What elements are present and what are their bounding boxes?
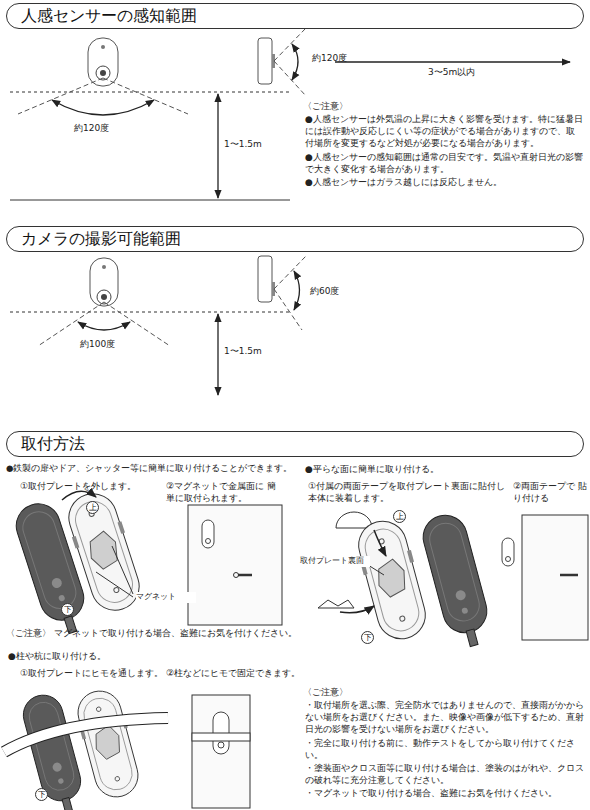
drawing-part bbox=[101, 45, 105, 49]
angle-label: 約100度 bbox=[80, 338, 140, 350]
drawing-part bbox=[52, 100, 154, 115]
orientation-circle: 下 bbox=[35, 788, 48, 801]
drawing-part bbox=[274, 28, 306, 61]
drawing-part bbox=[374, 530, 386, 556]
drawing-part bbox=[192, 733, 250, 741]
orientation-mark: 下 bbox=[38, 791, 46, 799]
drawing-part bbox=[274, 256, 306, 289]
step-text: ②マグネットで金属面に 簡単に取付られます。 bbox=[166, 480, 278, 504]
height-label: 1〜1.5m bbox=[224, 345, 284, 357]
note-text: ●人感センサーは外気温の上昇に大きく影響を受けます。特に猛暑日には誤作動や反応し… bbox=[305, 113, 583, 149]
drawing-part bbox=[206, 539, 211, 544]
drawing-part bbox=[112, 546, 133, 594]
drawing-part bbox=[100, 70, 106, 76]
orientation-circle: 上 bbox=[86, 501, 99, 514]
drawing-part bbox=[217, 314, 218, 395]
drawing-part bbox=[10, 312, 290, 313]
drawing-part bbox=[88, 38, 118, 86]
drawing-part bbox=[234, 573, 239, 578]
section-band: 取付方法 bbox=[6, 431, 584, 457]
drawing-part bbox=[351, 515, 432, 644]
drawing-part bbox=[4, 718, 168, 752]
section-band: 人感センサーの感知範囲 bbox=[6, 3, 584, 29]
drawing-part bbox=[502, 538, 514, 566]
drawing-part bbox=[560, 574, 578, 577]
orientation-mark: 下 bbox=[364, 634, 372, 642]
drawing-part bbox=[336, 512, 372, 528]
part-label: 取付プレート裏面 bbox=[300, 556, 370, 567]
step-text: ①取付プレートを外します。 bbox=[20, 480, 160, 492]
drawing-part bbox=[97, 290, 111, 304]
note-text: ●人感センサーはガラス越しには反応しません。 bbox=[305, 176, 583, 188]
drawing-part bbox=[192, 695, 250, 808]
step-text: ①取付プレートにヒモを通します。 bbox=[20, 667, 170, 679]
section-text: ●柱や杭に取り付ける。 bbox=[8, 650, 208, 662]
drawing-part bbox=[10, 200, 290, 201]
drawing-part bbox=[506, 557, 511, 562]
drawing-part bbox=[368, 565, 384, 575]
orientation-mark: 下 bbox=[64, 606, 72, 614]
drawing-part bbox=[294, 271, 300, 310]
part-label: マグネット bbox=[136, 592, 196, 603]
drawing-part bbox=[61, 487, 148, 617]
drawing-part bbox=[274, 289, 302, 330]
drawing-part bbox=[292, 44, 298, 80]
drawing-part bbox=[418, 510, 495, 651]
drawing-part bbox=[10, 92, 290, 93]
angle-label: 約60度 bbox=[310, 285, 360, 297]
drawing-part bbox=[96, 66, 110, 80]
note-heading: 〈ご注意〉 bbox=[303, 686, 393, 698]
distance-label: 3〜5m以内 bbox=[428, 66, 508, 78]
step-text: ①付属の両面テープを取付プレート裏面に貼付し 本体に装着します。 bbox=[308, 480, 510, 504]
height-label: 1〜1.5m bbox=[224, 138, 284, 150]
drawing-part bbox=[71, 686, 144, 802]
drawing-part bbox=[62, 491, 96, 500]
section-title: 人感センサーの感知範囲 bbox=[21, 6, 197, 26]
drawing-part bbox=[90, 258, 118, 306]
step-text: ②柱などにヒモで固定できます。 bbox=[166, 667, 306, 679]
note-heading: 〈ご注意〉 bbox=[303, 100, 393, 112]
note-text: 〈ご注意〉 マグネットで取り付ける場合、盗難にお気を付けください。 bbox=[6, 628, 304, 639]
section-text: ●鉄製の扉やドア、シャッター等に簡単に取り付けることができます。 bbox=[6, 463, 304, 474]
note-text: ●人感センサーの感知範囲は通常の目安です。気温や直射日光の影響で大きく変化する場… bbox=[305, 151, 583, 175]
drawing-part bbox=[18, 78, 103, 114]
drawing-part bbox=[522, 515, 588, 640]
drawing-part bbox=[101, 294, 107, 300]
drawing-part bbox=[318, 600, 354, 608]
drawing-part bbox=[217, 94, 218, 198]
angle-label: 約120度 bbox=[74, 122, 134, 134]
section-text: ●平らな面に簡単に取り付ける。 bbox=[305, 463, 565, 475]
orientation-mark: 上 bbox=[89, 504, 97, 512]
angle-label: 約120度 bbox=[312, 52, 362, 64]
drawing-part bbox=[103, 78, 188, 114]
section-band: カメラの撮影可能範囲 bbox=[6, 226, 584, 252]
note-text: ・塗装面やクロス面等に取り付ける場合は、塗装のはがれや、クロスの破れ等に充分注意… bbox=[305, 762, 585, 786]
drawing-part bbox=[4, 718, 168, 752]
drawing-part bbox=[78, 322, 130, 330]
orientation-circle: 下 bbox=[61, 603, 74, 616]
note-text: ・取付場所を選ぶ際、完全防水ではありませんので、直接雨がかからない場所をお選びく… bbox=[305, 699, 585, 735]
drawing-part bbox=[274, 61, 306, 96]
orientation-mark: 上 bbox=[396, 513, 404, 521]
step-text: ②両面テープで 貼り付ける bbox=[513, 480, 588, 504]
section-title: 取付方法 bbox=[21, 434, 85, 454]
drawing-part bbox=[218, 742, 224, 748]
note-text: ・マグネットで取り付ける場合、盗難にお気を付けください。 bbox=[305, 787, 585, 799]
drawing-part bbox=[202, 520, 214, 548]
orientation-circle: 下 bbox=[361, 631, 374, 644]
section-title: カメラの撮影可能範囲 bbox=[21, 229, 181, 249]
drawing-part bbox=[258, 38, 272, 84]
drawing-part bbox=[238, 574, 252, 577]
orientation-circle: 上 bbox=[393, 510, 406, 523]
drawing-part bbox=[335, 61, 570, 62]
drawing-part bbox=[340, 606, 374, 613]
drawing-part bbox=[102, 265, 106, 269]
drawing-part bbox=[188, 505, 282, 625]
drawing-part bbox=[258, 256, 272, 302]
drawing-part bbox=[96, 572, 133, 597]
note-text: ・完全に取り付ける前に、動作テストをしてから取り付けてください。 bbox=[305, 737, 585, 761]
